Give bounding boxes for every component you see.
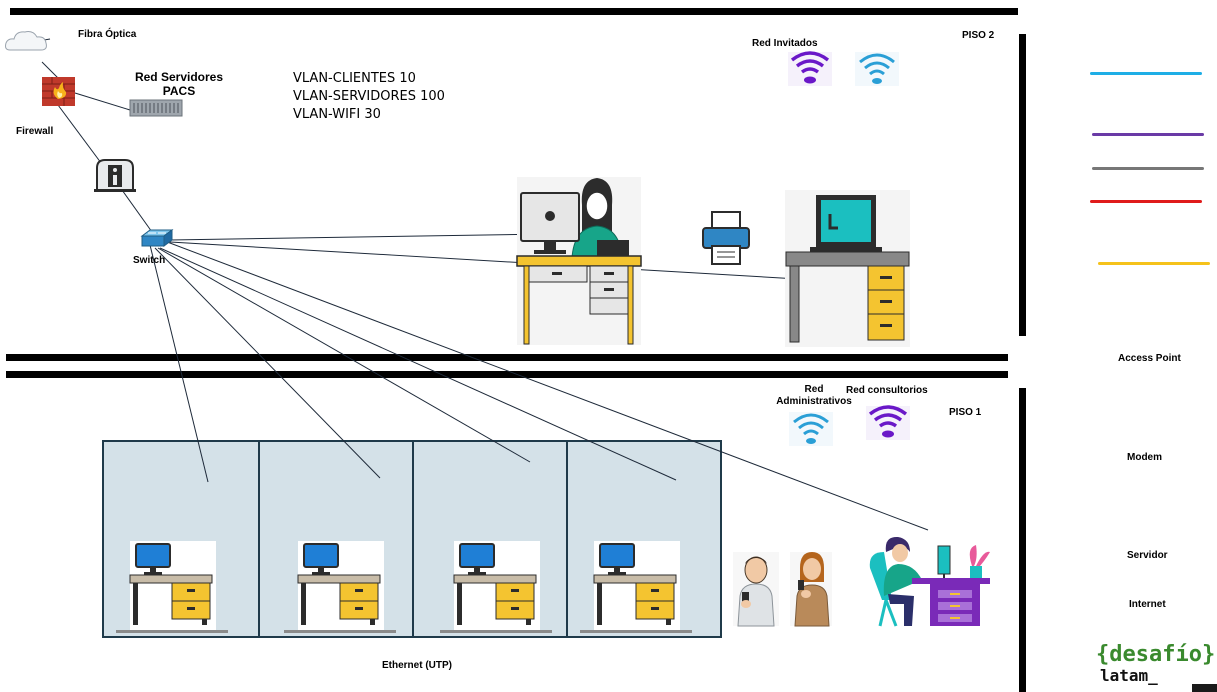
router-icon xyxy=(94,159,136,192)
reception-workstation-illustration xyxy=(516,177,642,345)
floor-divider-lower xyxy=(6,371,1008,378)
corner-tab xyxy=(1192,684,1217,692)
top-border xyxy=(10,8,1018,15)
legend-modem-label: Modem xyxy=(1127,452,1162,463)
red-administrativos-label: Red Administrativos xyxy=(776,384,852,407)
legend-line-cyan xyxy=(1090,72,1202,75)
switch-pc-link xyxy=(169,233,549,241)
office-desk-illustration xyxy=(785,190,910,347)
consultorio-workstation-illustration xyxy=(869,536,990,627)
legend-line-red xyxy=(1090,200,1202,203)
vlan-wifi: VLAN-WIFI 30 xyxy=(293,107,381,122)
cubicle-desk-4 xyxy=(580,541,692,633)
wifi-blue-administrativos-icon xyxy=(789,412,833,446)
fibra-optica-label: Fibra Óptica xyxy=(78,29,137,40)
cubicle-desk-1 xyxy=(116,541,228,633)
switch-cubicle2-link xyxy=(154,247,381,479)
red-consultorios-label: Red consultorios xyxy=(846,385,928,396)
wifi-purple-invitados-icon xyxy=(788,51,832,86)
switch-cubicle1-link xyxy=(149,244,209,483)
piso-2-label: PISO 2 xyxy=(962,30,995,41)
firewall-server-link xyxy=(74,92,131,111)
server-rack-icon xyxy=(129,99,183,117)
piso-1-label: PISO 1 xyxy=(949,407,982,418)
legend-line-yellow xyxy=(1098,262,1210,265)
woman-with-phone-illustration xyxy=(790,552,832,627)
switch-cubicle4-link xyxy=(159,247,677,481)
desafio-latam-logo: {desafío} latam_ xyxy=(1096,644,1215,684)
wifi-purple-consultorios-icon xyxy=(866,405,910,440)
vlan-servidores: VLAN-SERVIDORES 100 xyxy=(293,89,445,104)
vlan-clientes: VLAN-CLIENTES 10 xyxy=(293,71,416,86)
red-servidores-label: Red Servidores PACS xyxy=(134,70,224,98)
cubicle-desk-3 xyxy=(440,541,552,633)
man-with-phone-illustration xyxy=(733,552,779,627)
firewall-label: Firewall xyxy=(16,126,54,137)
legend-servidor-label: Servidor xyxy=(1127,550,1168,561)
brand-line-2: latam_ xyxy=(1100,666,1158,685)
cloud-icon xyxy=(5,31,47,51)
wifi-blue-invitados-icon xyxy=(855,52,899,86)
switch-consult-link xyxy=(161,239,929,531)
switch-label: Switch xyxy=(133,255,166,266)
switch-cubicle3-link xyxy=(157,247,531,463)
cubicle-desk-2 xyxy=(284,541,396,633)
router-switch-link xyxy=(121,189,153,233)
legend-internet-label: Internet xyxy=(1129,599,1166,610)
legend-line-purple xyxy=(1092,133,1204,136)
brand-line-1: {desafío} xyxy=(1096,642,1216,667)
switch-icon xyxy=(140,229,174,247)
legend-line-gray xyxy=(1092,167,1204,170)
right-divider-piso1 xyxy=(1019,388,1026,692)
printer-icon xyxy=(702,211,750,265)
ethernet-label: Ethernet (UTP) xyxy=(382,660,452,671)
right-divider-piso2 xyxy=(1019,34,1026,336)
cloud-firewall-link xyxy=(41,61,59,79)
legend-access-point-label: Access Point xyxy=(1118,353,1181,364)
floor-divider-upper xyxy=(6,354,1008,361)
firewall-icon xyxy=(42,77,75,106)
red-invitados-label: Red Invitados xyxy=(752,38,818,49)
